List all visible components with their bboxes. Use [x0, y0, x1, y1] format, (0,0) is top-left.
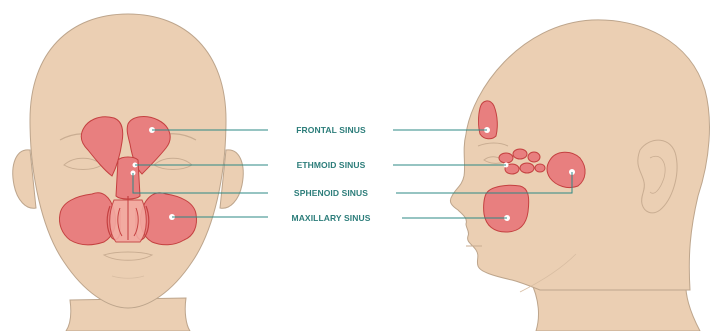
side-ethmoid-cell-6 — [535, 164, 545, 172]
side-view-head — [450, 20, 709, 331]
label-ethmoid-sinus: ETHMOID SINUS — [297, 160, 366, 170]
side-ethmoid-cell-2 — [513, 149, 527, 159]
side-maxillary-sinus — [484, 185, 529, 232]
label-sphenoid-sinus: SPHENOID SINUS — [294, 188, 368, 198]
label-maxillary-sinus: MAXILLARY SINUS — [292, 213, 371, 223]
side-ethmoid-cell-3 — [528, 152, 540, 162]
front-view-head — [13, 14, 243, 331]
side-ethmoid-cell-1 — [499, 153, 513, 163]
side-frontal-sinus — [479, 101, 498, 139]
side-ethmoid-cell-5 — [520, 163, 534, 173]
label-frontal-sinus: FRONTAL SINUS — [296, 125, 366, 135]
